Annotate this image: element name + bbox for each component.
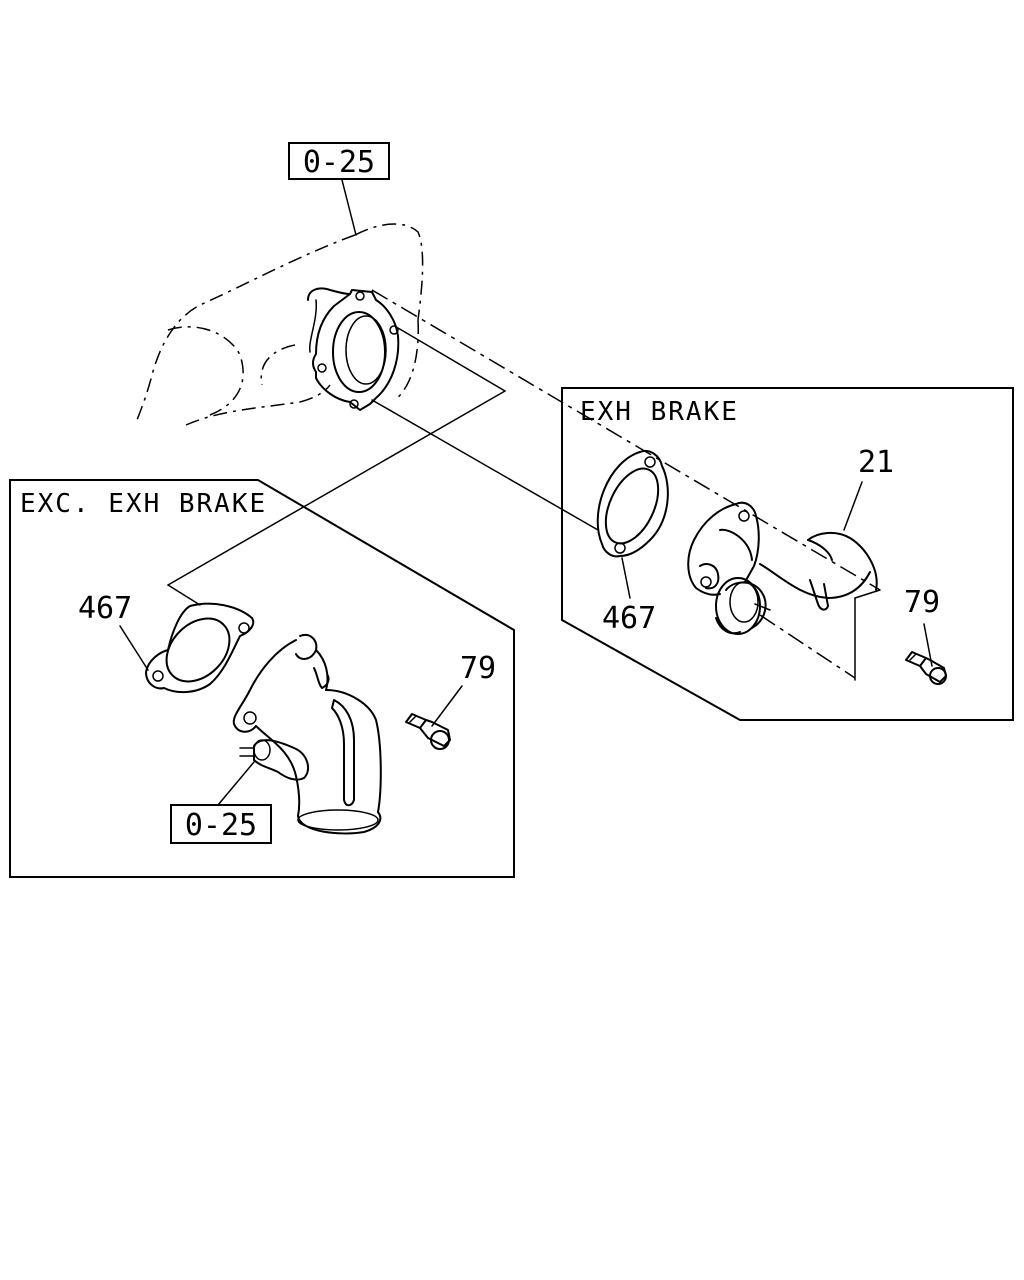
callout-79-left: 79 — [460, 651, 496, 686]
ref-label-top: 0-25 — [303, 145, 375, 180]
ref-box-top: 0-25 — [288, 142, 390, 180]
leader-467-left — [119, 625, 149, 671]
exh-brake-section: EXH BRAKE 467 — [561, 387, 1014, 721]
callout-79-right: 79 — [904, 585, 940, 620]
bolt-left — [405, 713, 451, 750]
exh-brake-title: EXH BRAKE — [580, 397, 739, 427]
exhaust-elbow-pipe — [232, 634, 382, 835]
leader-top-ref — [341, 179, 357, 236]
leader-467-right — [621, 557, 631, 599]
ref-box-bottom: 0-25 — [170, 804, 272, 844]
callout-467-right: 467 — [602, 601, 656, 636]
exhaust-brake-unit — [687, 501, 878, 635]
ref-label-bottom: 0-25 — [185, 808, 257, 843]
leader-79-left — [431, 685, 463, 727]
gasket-right — [596, 450, 669, 558]
leader-bottom-ref — [217, 761, 255, 806]
gasket-left — [145, 602, 255, 694]
exc-exh-brake-title: EXC. EXH BRAKE — [20, 489, 267, 519]
manifold-flange — [307, 287, 400, 411]
callout-467-left: 467 — [78, 591, 132, 626]
exc-exh-brake-section: EXC. EXH BRAKE 467 — [9, 479, 515, 878]
leader-79-right — [923, 623, 933, 667]
callout-21: 21 — [858, 445, 894, 480]
alignment-lines — [167, 289, 881, 681]
leader-21 — [843, 481, 863, 531]
exhaust-manifold — [136, 223, 424, 426]
bolt-right — [905, 651, 947, 685]
